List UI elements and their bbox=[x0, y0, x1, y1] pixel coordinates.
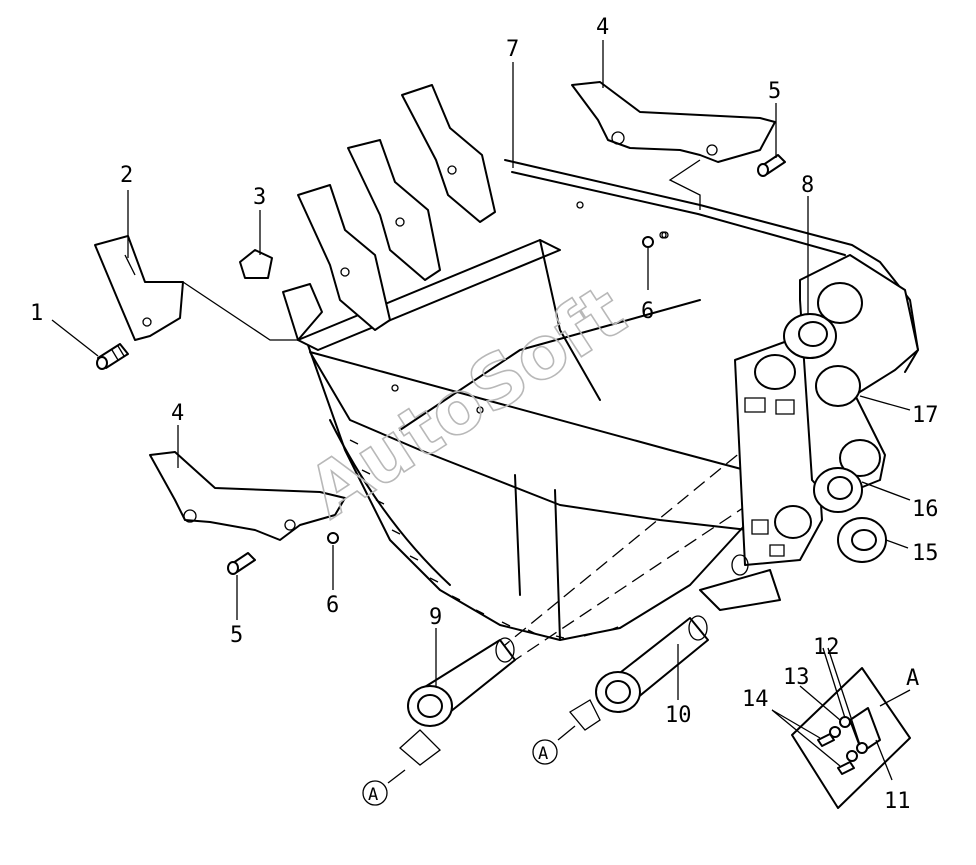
part-9-pin bbox=[399, 637, 516, 766]
callout-5-top: 5 bbox=[768, 79, 781, 104]
callout-12: 12 bbox=[813, 635, 840, 660]
callout-6-center: 6 bbox=[641, 299, 654, 324]
callout-1: 1 bbox=[30, 301, 43, 326]
part-4-side-cutter-left bbox=[149, 451, 346, 541]
callout-9: 9 bbox=[429, 605, 442, 630]
ref-a-right: A bbox=[538, 744, 548, 764]
callout-17: 17 bbox=[912, 403, 939, 428]
callout-15: 15 bbox=[912, 541, 939, 566]
callout-4-top: 4 bbox=[596, 15, 609, 40]
bucket-body bbox=[297, 159, 919, 711]
callout-14: 14 bbox=[742, 687, 769, 712]
watermark: AutoSoft bbox=[294, 269, 640, 534]
callout-detail-a: A bbox=[906, 666, 919, 691]
ref-a-circle-right bbox=[532, 739, 558, 765]
callout-11: 11 bbox=[884, 789, 911, 814]
leader-lines bbox=[51, 40, 911, 784]
hinge-bosses bbox=[699, 254, 919, 611]
ref-a-left: A bbox=[368, 785, 378, 805]
washers bbox=[783, 313, 887, 563]
detail-a-box bbox=[791, 667, 911, 809]
callout-4-left: 4 bbox=[171, 401, 184, 426]
callout-16: 16 bbox=[912, 497, 939, 522]
callout-6-left: 6 bbox=[326, 593, 339, 618]
callout-13: 13 bbox=[783, 665, 810, 690]
callout-5-left: 5 bbox=[230, 623, 243, 648]
callout-labels: 1 2 3 4 5 6 7 8 9 10 11 12 13 14 15 16 1… bbox=[30, 15, 939, 814]
ref-a-markers: A A bbox=[362, 739, 558, 806]
bolts-and-nuts bbox=[227, 154, 786, 575]
ref-a-circle-left bbox=[362, 780, 388, 806]
part-3-block bbox=[239, 249, 273, 279]
callout-10: 10 bbox=[665, 703, 692, 728]
part-2-tooth bbox=[94, 235, 300, 341]
bucket-teeth bbox=[282, 84, 496, 341]
part-10-pin bbox=[569, 615, 709, 731]
callout-8: 8 bbox=[801, 173, 814, 198]
part-4-side-cutter-top bbox=[571, 81, 776, 210]
callout-2: 2 bbox=[120, 163, 133, 188]
part-1-pin bbox=[96, 343, 129, 370]
callout-7: 7 bbox=[506, 37, 519, 62]
callout-3: 3 bbox=[253, 185, 266, 210]
